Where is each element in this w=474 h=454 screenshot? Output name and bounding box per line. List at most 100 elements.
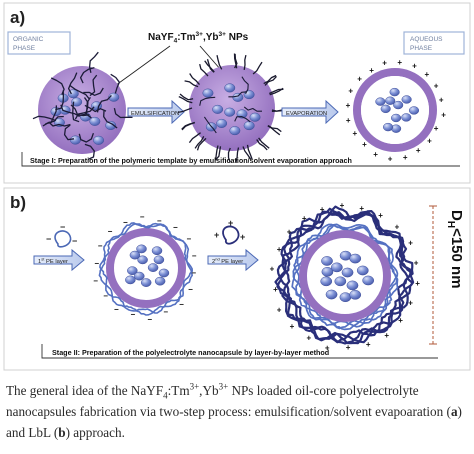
nanoparticle [125, 275, 136, 285]
stage-one-banner: Stage I: Preparation of the polymeric te… [21, 152, 460, 167]
nps-pointer-1 [111, 45, 171, 89]
nanoparticle [137, 255, 148, 265]
nanoparticle [153, 255, 165, 265]
charge-symbol: + [403, 153, 408, 162]
polyelectrolyte-chain [281, 211, 413, 344]
pe-layer-2-label: 2nd PE layer [212, 257, 243, 266]
charge-symbol: − [179, 300, 184, 309]
nanoparticle [393, 100, 404, 110]
charge-symbol: + [346, 343, 351, 352]
surfactant-chain [199, 63, 209, 77]
polymer-chain [110, 73, 121, 94]
charge-symbol: + [408, 238, 413, 247]
polymer-chains [32, 51, 133, 160]
polymer-chain [69, 85, 91, 100]
charge-symbol: + [340, 201, 345, 210]
nanoparticle [69, 135, 81, 145]
charge-symbol: + [397, 58, 402, 67]
charge-symbol: + [378, 211, 383, 220]
polymer-chain [55, 90, 65, 111]
particle-first-layer: −−−−−−−−−−−−−−−−−− [93, 213, 197, 325]
polymer-chain [234, 116, 251, 123]
charge-symbol: − [192, 252, 197, 261]
svg-text:+: + [240, 232, 245, 242]
particle-emulsified-droplet [177, 53, 287, 163]
surfactant-chain [233, 53, 238, 69]
panel-b-label: b) [10, 193, 26, 212]
charge-symbol: + [277, 245, 282, 254]
polymer-chain [67, 72, 78, 95]
particle-polymeric-template: ++++++++++++++++++++ [346, 58, 447, 164]
charge-symbol: + [415, 279, 420, 288]
polymer-chain [199, 96, 216, 106]
svg-text:−: − [72, 236, 77, 246]
emulsification-arrow: EMULSIFICATION [127, 99, 185, 125]
charge-symbol: + [270, 265, 275, 274]
nanoparticles-core [125, 244, 170, 287]
nanoparticle [154, 276, 166, 286]
nanoparticle [105, 120, 117, 130]
caption-ref-b: b [58, 425, 66, 440]
nanoparticle [93, 135, 105, 145]
surface-charges: ++++++++++++++++++++ [346, 58, 447, 164]
stage-one-text: Stage I: Preparation of the polymeric te… [30, 156, 352, 165]
polymer-chain [96, 94, 112, 113]
polymer-chain [60, 104, 81, 118]
nanoparticle [158, 268, 170, 278]
nanoparticle [349, 289, 362, 300]
charge-symbol: + [434, 124, 439, 133]
charge-symbol: + [307, 334, 312, 343]
nanoparticle [140, 278, 152, 287]
panel-a: a) ORGANIC PHASE AQUEOUS PHASE NaYF4:Tm3… [3, 2, 471, 184]
charge-symbol: + [348, 86, 353, 95]
polymer-chain [89, 74, 98, 97]
aqueous-phase-line1: AQUEOUS [410, 36, 443, 43]
charge-symbol: − [147, 315, 152, 324]
charge-symbol: − [114, 305, 119, 314]
panel-b: b) − − − 1st PE layer −−−−−−−−−−−−−−−−−−… [3, 187, 471, 371]
stage-two-text: Stage II: Preparation of the polyelectro… [52, 348, 329, 357]
hydrodynamic-diameter-label: DH<150 nm [445, 210, 465, 289]
organic-phase-line2: PHASE [13, 45, 36, 52]
charge-symbol: − [103, 291, 108, 300]
nanoparticle [127, 266, 138, 276]
nanoparticle [346, 280, 359, 291]
charge-symbol: + [434, 82, 439, 91]
charge-symbol: + [273, 285, 278, 294]
svg-text:+: + [214, 230, 219, 240]
charge-symbol: + [302, 214, 307, 223]
polyelectrolyte-chain [293, 223, 399, 330]
nanoparticle [212, 104, 224, 114]
charge-symbol: − [188, 285, 193, 294]
surfactant-chains [177, 53, 287, 163]
pe-layer-1-arrow: 1st PE layer [33, 248, 85, 272]
nanoparticle [216, 118, 228, 128]
nanoparticle [224, 83, 236, 93]
nanoparticle [375, 97, 386, 106]
charge-symbol: + [373, 150, 378, 159]
nanoparticle [380, 104, 391, 114]
nanoparticle [320, 276, 333, 287]
surfactant-chain [263, 74, 277, 85]
charge-symbol: + [346, 116, 351, 125]
caption-ref-a: a [450, 404, 458, 419]
charge-symbol: + [441, 111, 446, 120]
stage-two-banner: Stage II: Preparation of the polyelectro… [41, 344, 438, 359]
charge-symbol: + [388, 155, 393, 164]
particle-organic-droplet [32, 51, 133, 160]
nanoparticle [389, 87, 400, 97]
charge-symbol: + [416, 146, 421, 155]
pe-layer-2-symbol: + + + [214, 218, 245, 245]
nanoparticle [202, 88, 214, 98]
nanoparticle [401, 95, 412, 104]
nanoparticle [236, 109, 248, 119]
polymer-chain [84, 143, 95, 160]
evaporation-arrow: EVAPORATION [281, 99, 339, 125]
charge-symbol: + [320, 205, 325, 214]
nanoparticle [330, 262, 343, 273]
polymer-chain [88, 51, 99, 73]
pe-layer-1-symbol: − − − [46, 222, 77, 248]
evaporation-label: EVAPORATION [286, 111, 327, 117]
charge-symbol: + [362, 140, 367, 149]
charge-symbol: − [173, 223, 178, 232]
